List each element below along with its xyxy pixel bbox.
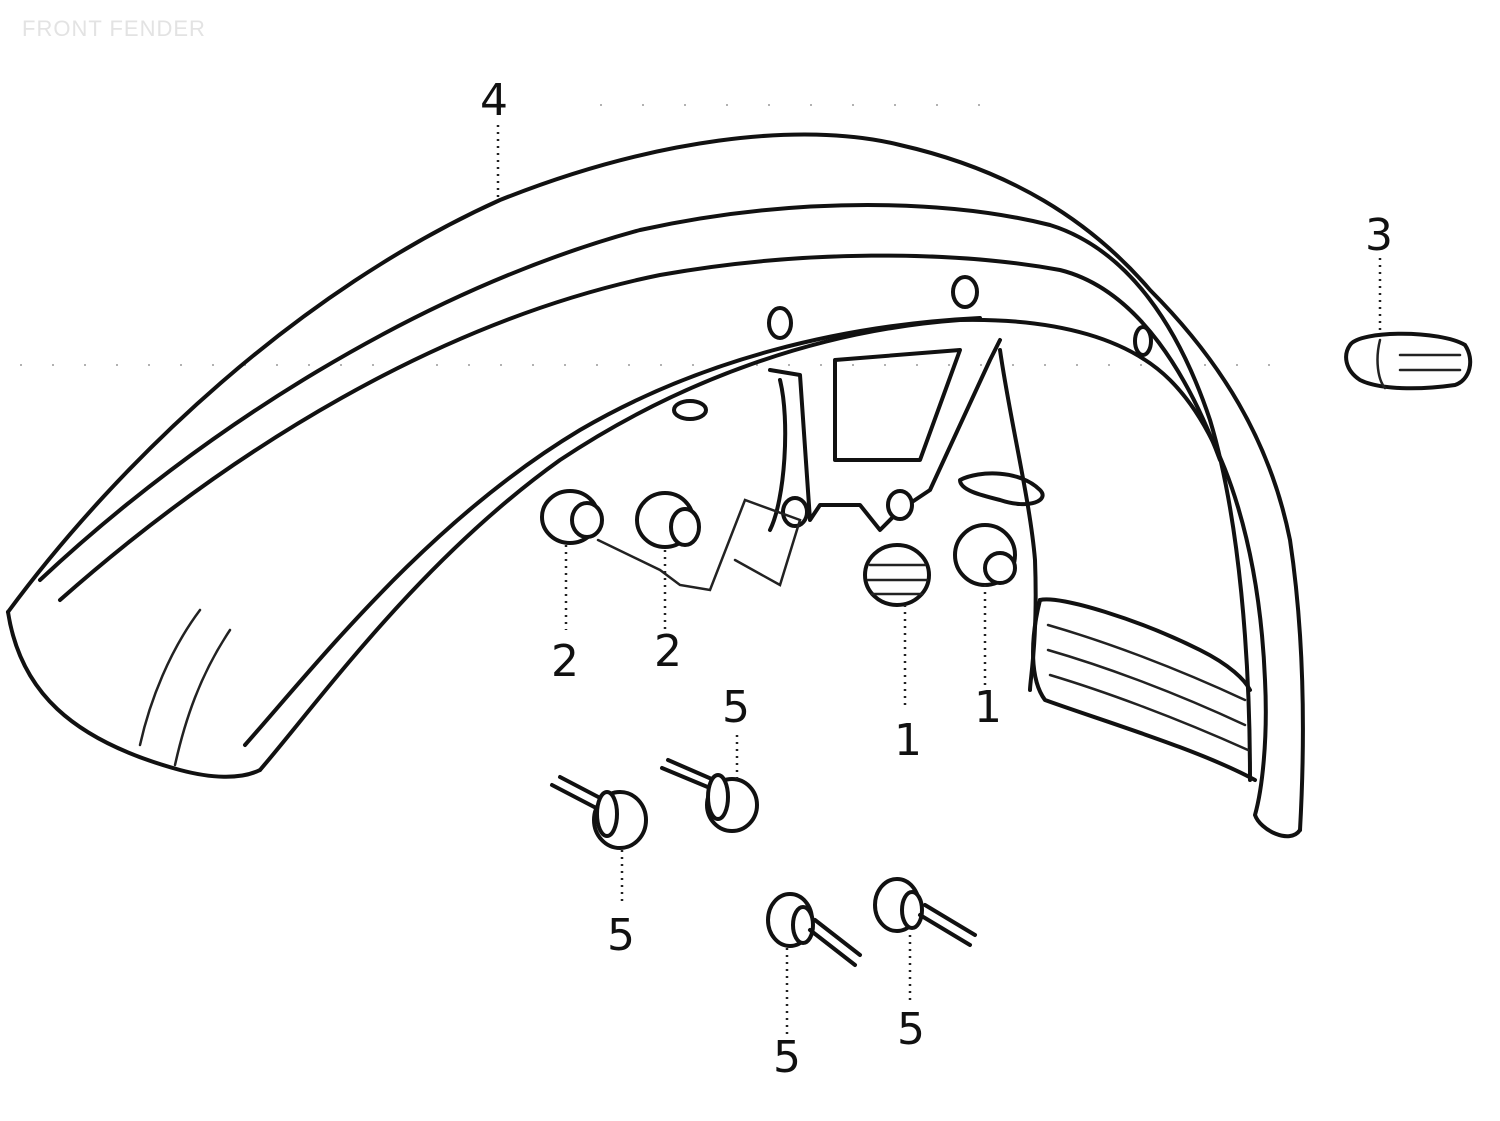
clip-part-3 — [1344, 331, 1473, 391]
background-dots — [20, 104, 1300, 366]
callout-4: 4 — [480, 75, 508, 126]
callout-5a: 5 — [607, 910, 635, 961]
callout-2a: 2 — [551, 636, 579, 687]
callout-1b: 1 — [974, 682, 1002, 733]
assembly-lines — [596, 498, 802, 592]
grommet-part-1a — [863, 543, 931, 607]
collar-part-2b — [635, 491, 701, 549]
mounting-bracket — [768, 338, 1045, 532]
bolt-part-5d — [873, 877, 977, 947]
callout-5d: 5 — [897, 1004, 925, 1055]
callout-5c: 5 — [773, 1032, 801, 1083]
fender-body — [6, 132, 1305, 839]
leader-lines — [496, 125, 1382, 1035]
callout-5b: 5 — [722, 682, 750, 733]
bolt-part-5c — [766, 892, 862, 967]
grommet-part-1b — [953, 523, 1017, 587]
callout-3: 3 — [1365, 210, 1393, 261]
bolt-part-5a — [550, 775, 648, 850]
callout-2b: 2 — [654, 626, 682, 677]
diagram-title: FRONT FENDER — [22, 16, 206, 41]
bolt-part-5b — [660, 758, 759, 833]
collar-part-2a — [540, 489, 604, 545]
callout-1a: 1 — [894, 715, 922, 766]
